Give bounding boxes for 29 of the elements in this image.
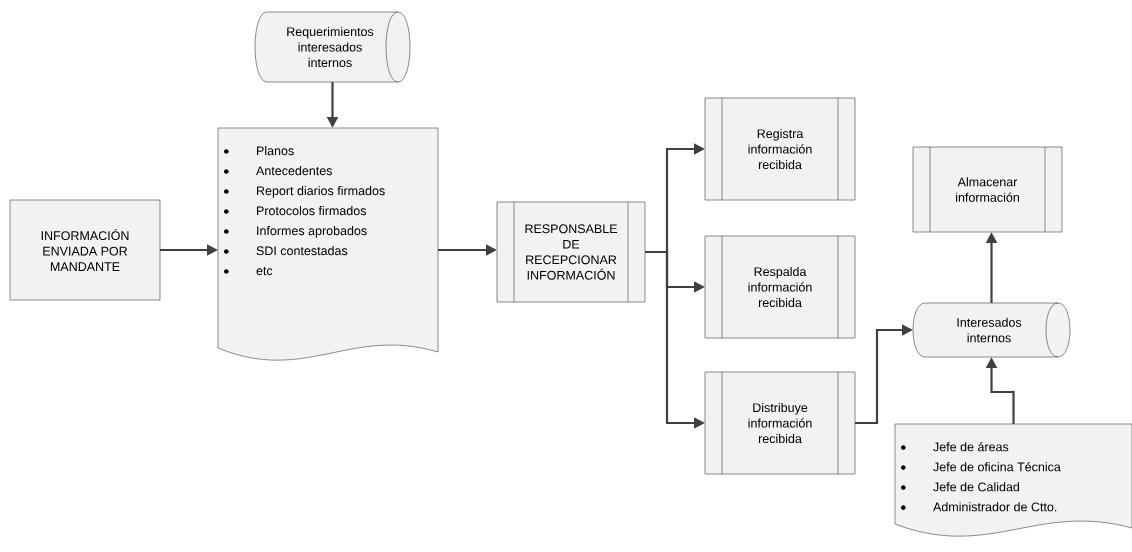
list-item: Administrador de Ctto. <box>901 502 1057 512</box>
list-item: Jefe de áreas <box>901 442 1009 452</box>
node-label: INFORMACIÓN ENVIADA POR MANDANTE <box>41 229 129 271</box>
list-item: Protocolos firmados <box>224 206 366 216</box>
predefined-process-box <box>912 146 1063 233</box>
node-label: Distribuye información recibida <box>748 402 812 444</box>
list-item: SDI contestadas <box>224 246 348 256</box>
list-item: Informes aprobados <box>224 226 367 238</box>
document-shape <box>217 127 439 361</box>
list-item: etc <box>224 267 273 276</box>
list-item: Jefe de oficina Técnica <box>901 462 1061 472</box>
node-label: Respalda información recibida <box>748 266 812 308</box>
node-label: Almacenar información <box>956 177 1019 202</box>
list-item: Report diarios firmados <box>224 186 385 198</box>
stored-data-shape <box>912 302 1071 358</box>
predefined-process-box <box>704 97 856 201</box>
node-label: RESPONSABLE DE RECEPCIONAR INFORMACIÓN <box>525 224 617 280</box>
list-item: Planos <box>224 146 294 156</box>
process-box <box>9 199 161 301</box>
predefined-process-box <box>496 201 646 303</box>
stored-data-shape <box>254 11 411 83</box>
node-label: Requerimientos interesados internos <box>287 26 374 68</box>
node-label: Registra información recibida <box>748 128 812 170</box>
predefined-process-box <box>704 235 856 339</box>
list-item: Jefe de Calidad <box>901 482 1020 492</box>
list-item: Antecedentes <box>224 166 332 176</box>
predefined-process-box <box>704 371 856 475</box>
document-shape <box>894 423 1132 537</box>
node-label: Interesados internos <box>957 317 1022 343</box>
